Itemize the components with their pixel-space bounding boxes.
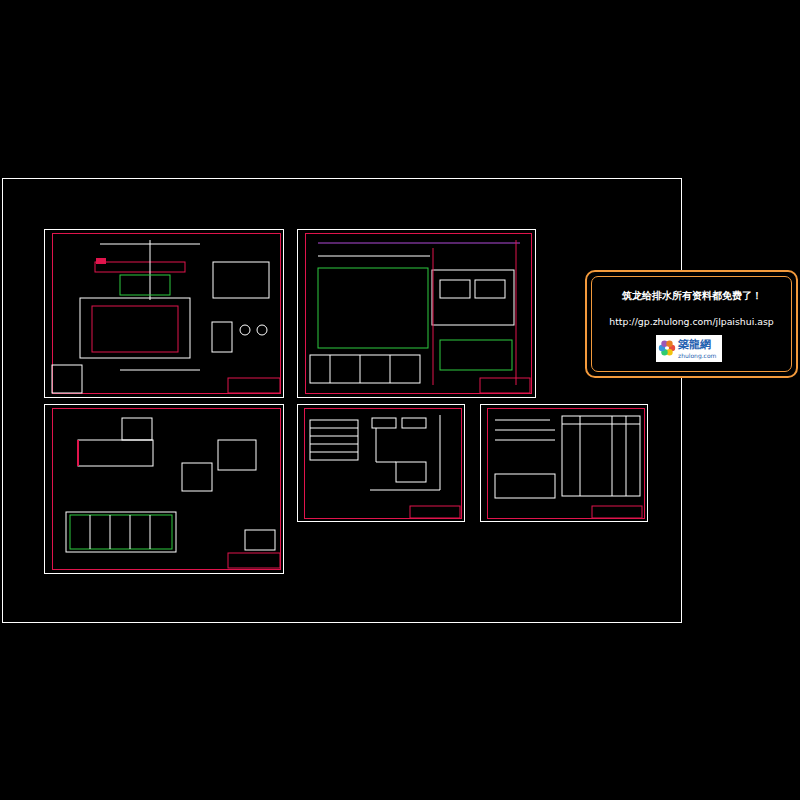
banner-box: 筑龙给排水所有资料都免费了！ http://gp.zhulong.com/jlpa… — [585, 270, 798, 378]
logo-domain: zhulong.com — [678, 352, 716, 359]
logo-box: 築龍網zhulong.com — [656, 335, 722, 362]
sheet-4 — [298, 405, 465, 522]
banner-url: http://gp.zhulong.com/jlpaishui.asp — [587, 316, 796, 327]
banner-title: 筑龙给排水所有资料都免费了！ — [587, 289, 796, 303]
outer-frame — [3, 179, 682, 623]
logo-flower — [658, 339, 676, 357]
sheet-3 — [45, 405, 284, 574]
sheet-5 — [481, 405, 648, 522]
sheet-1 — [45, 230, 284, 398]
sheet-2 — [298, 230, 536, 398]
logo-name: 築龍網 — [678, 337, 711, 352]
